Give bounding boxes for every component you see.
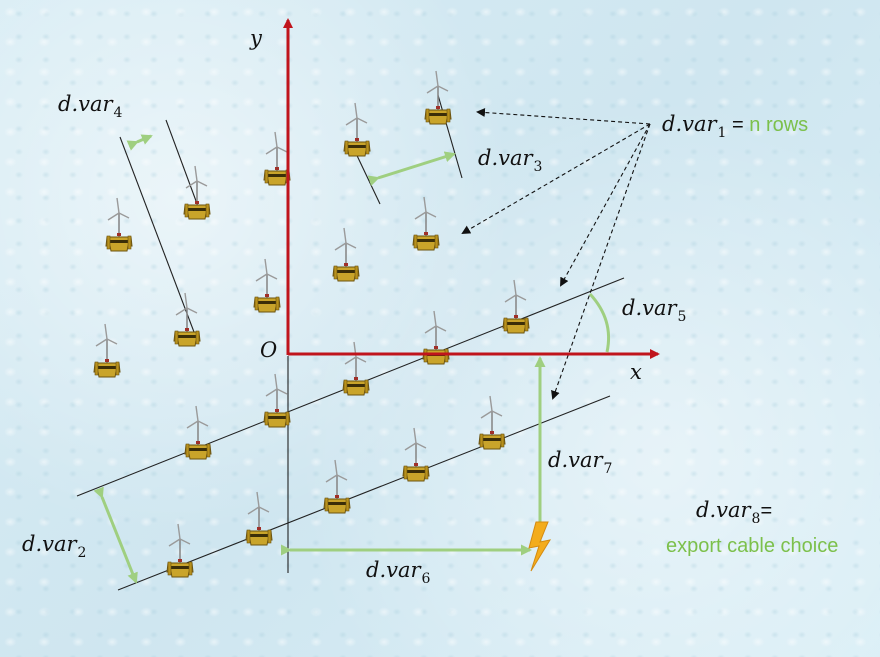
label-var6: d.var6 [366, 558, 430, 587]
row-line-2 [117, 395, 611, 591]
wind-turbine-icon [342, 341, 370, 396]
wind-turbine-icon [332, 227, 360, 282]
dimension-arrow-var4 [126, 134, 153, 151]
var2-name: d.var [22, 532, 77, 556]
turbines [93, 70, 530, 578]
label-var8: d.var8= [696, 498, 773, 527]
angle-arc-var5 [588, 292, 611, 353]
dashed-arrow-4 [551, 123, 651, 400]
var7-subscript: 7 [603, 461, 613, 477]
label-var4: d.var4 [58, 92, 122, 121]
label-var5: d.var5 [622, 296, 686, 325]
var6-subscript: 6 [421, 571, 431, 587]
wind-turbine-icon [105, 197, 133, 252]
var6-name: d.var [366, 558, 421, 582]
var1-subscript: 1 [717, 125, 727, 141]
wind-turbine-icon [166, 523, 194, 578]
origin-label: O [260, 338, 278, 362]
x-axis-label: x [630, 360, 642, 384]
dashed-arrow-1 [476, 107, 651, 125]
var4-subscript: 4 [113, 105, 123, 121]
dashed-arrow-2 [461, 123, 651, 235]
y-axis-label: y [250, 26, 262, 50]
label-var1: d.var1 = n rows [662, 112, 809, 141]
dashed-pointer-arrows [461, 107, 651, 400]
wind-turbine-icon [323, 459, 351, 514]
dashed-arrow-3 [560, 123, 651, 287]
wind-turbine-icon [412, 196, 440, 251]
var5-subscript: 5 [677, 309, 687, 325]
row-line-3 [119, 136, 195, 333]
label-var3: d.var3 [478, 146, 542, 175]
row-line-4 [165, 119, 200, 210]
wind-turbine-icon [402, 427, 430, 482]
wind-turbine-icon [183, 165, 211, 220]
var1-note: n rows [749, 114, 809, 136]
label-var2: d.var2 [22, 532, 86, 561]
wind-turbine-icon [184, 405, 212, 460]
var3-subscript: 3 [533, 159, 543, 175]
var1-equals: = [726, 114, 750, 136]
label-var7: d.var7 [548, 448, 612, 477]
dimension-arrows [93, 134, 611, 584]
wind-turbine-icon [93, 323, 121, 378]
var3-name: d.var [478, 146, 533, 170]
wind-turbine-icon [422, 310, 450, 365]
var5-name: d.var [622, 296, 677, 320]
var8-subscript: 8 [751, 511, 761, 527]
wind-turbine-icon [173, 292, 201, 347]
wind-turbine-icon [502, 279, 530, 334]
var8-equals: = [760, 500, 773, 522]
axes [283, 18, 660, 359]
row-line-6 [437, 94, 463, 179]
var2-subscript: 2 [77, 545, 87, 561]
var8-note: export cable choice [666, 535, 839, 557]
var8-name: d.var [696, 498, 751, 522]
var7-name: d.var [548, 448, 603, 472]
wind-turbine-icon [253, 258, 281, 313]
wind-turbine-icon [478, 395, 506, 450]
dimension-arrow-var2 [93, 486, 138, 584]
wind-turbine-icon [343, 102, 371, 157]
wind-turbine-icon [263, 373, 291, 428]
wind-turbine-icon [424, 70, 452, 125]
wind-turbine-icon [263, 131, 291, 186]
wind-turbine-icon [245, 491, 273, 546]
lightning-bolt-icon [528, 521, 552, 572]
var4-name: d.var [58, 92, 113, 116]
dimension-arrow-var3 [367, 151, 456, 186]
var1-name: d.var [662, 112, 717, 136]
